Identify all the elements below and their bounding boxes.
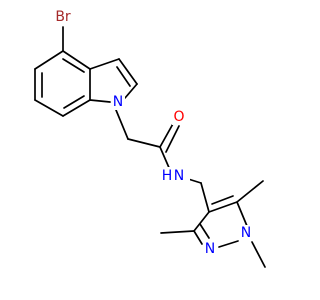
bond-pz4-pz5 [208, 201, 238, 213]
bonds [34, 26, 266, 268]
bond-c7-c7a [62, 99, 91, 117]
bond-c2-n1 [124, 83, 138, 99]
atom-label-n-indole: N [113, 94, 123, 110]
bond-n2-pz3 [193, 230, 203, 245]
bond-c3-c2-inner [116, 66, 131, 87]
bond-n1-n2 [218, 240, 239, 248]
atom-label-o-amide: O [173, 109, 184, 125]
bond-co-o-2 [165, 125, 180, 153]
bond-co-o-1 [159, 121, 175, 148]
molecule-structure: Br N O H N N N [34, 9, 266, 268]
atom-label-h-amide: H [162, 168, 173, 184]
bond-n2-pz3-inner [199, 223, 210, 239]
bond-c3a-c3 [89, 58, 120, 70]
atom-label-n-pyrazole-2: N [205, 241, 215, 257]
atom-n-indole: N [111, 94, 125, 110]
bond-co-nh [159, 146, 171, 171]
bond-ch2-pz4 [200, 182, 210, 213]
bond-c4-c5 [34, 50, 64, 70]
bond-c3-c2 [118, 58, 138, 85]
bond-c7-c7a-inner [63, 95, 85, 109]
bond-n1-ch2 [115, 109, 129, 140]
atom-nh-amide: H N [160, 167, 190, 184]
atom-labels: Br N O H N N N [51, 9, 253, 257]
molecule-canvas: Br N O H N N N [34, 9, 266, 268]
bond-c3a-c4 [62, 50, 91, 70]
atom-label-n-pyrazole-1: N [241, 225, 251, 241]
atom-label-n-amide: N [174, 168, 184, 184]
bond-pz3-pz4 [193, 211, 210, 232]
bond-pz5-me [236, 180, 264, 203]
bond-pz5-n1 [236, 201, 248, 227]
atom-o-amide: O [172, 109, 186, 125]
bond-c6-c7 [34, 99, 64, 117]
bond-n1-me [251, 241, 266, 268]
atom-label-br: Br [55, 9, 71, 25]
bond-pz3-me [160, 230, 195, 234]
bond-pz4-pz5-inner [211, 195, 234, 205]
atom-n-pyrazole-1: N [239, 225, 253, 241]
atom-br: Br [51, 9, 75, 25]
atom-n-pyrazole-2: N [203, 241, 217, 257]
bond-n1-c7a [89, 99, 111, 103]
bond-c3a-c4-inner [62, 58, 85, 73]
bond-ch2-co [127, 138, 161, 148]
